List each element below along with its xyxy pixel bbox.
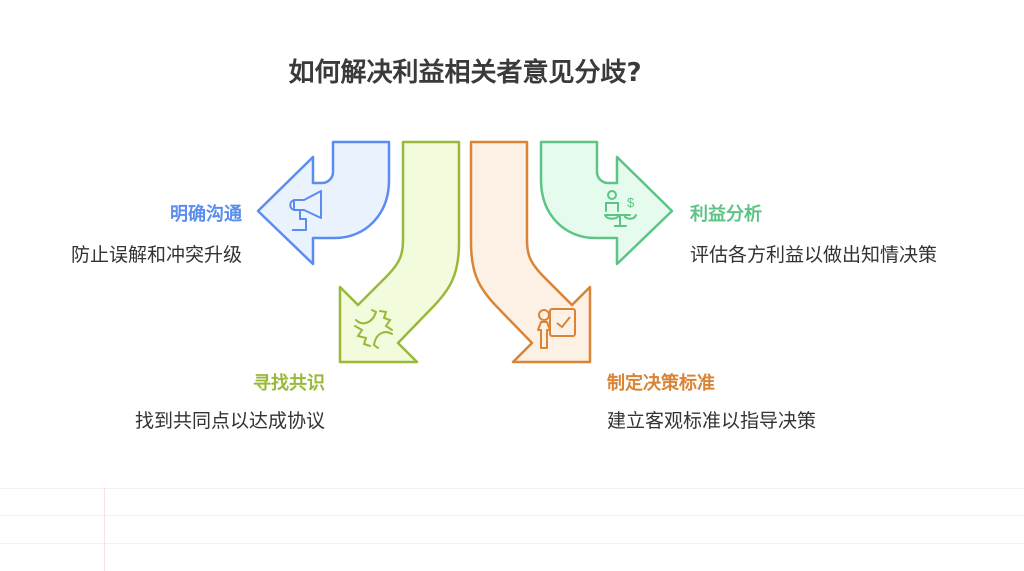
- label-decision-criteria: 制定决策标准: [607, 373, 715, 394]
- margin-line: [104, 488, 105, 571]
- label-clear-communication: 明确沟通: [170, 204, 242, 225]
- desc-find-consensus: 找到共同点以达成协议: [134, 410, 325, 432]
- desc-decision-criteria: 建立客观标准以指导决策: [607, 410, 817, 432]
- diagram-title: 如何解决利益相关者意见分歧?: [288, 58, 642, 88]
- presenter-board-icon: [537, 308, 576, 349]
- label-interest-analysis: 利益分析: [690, 204, 762, 225]
- arrow-find-consensus: [338, 140, 461, 364]
- dollar-sign: $: [627, 195, 635, 210]
- arrow-clear-communication: [256, 140, 391, 266]
- label-find-consensus: 寻找共识: [253, 373, 325, 394]
- divider-line: [0, 488, 1024, 489]
- desc-interest-analysis: 评估各方利益以做出知情决策: [690, 244, 938, 266]
- arrow-decision-criteria: [469, 140, 592, 364]
- desc-clear-communication: 防止误解和冲突升级: [70, 244, 242, 266]
- megaphone-icon: [289, 190, 322, 231]
- divider-line: [0, 543, 1024, 544]
- arrow-interest-analysis: $: [539, 140, 674, 266]
- balance-scale-icon: $: [604, 190, 637, 227]
- handshake-icon: [354, 309, 393, 349]
- divider-line: [0, 515, 1024, 516]
